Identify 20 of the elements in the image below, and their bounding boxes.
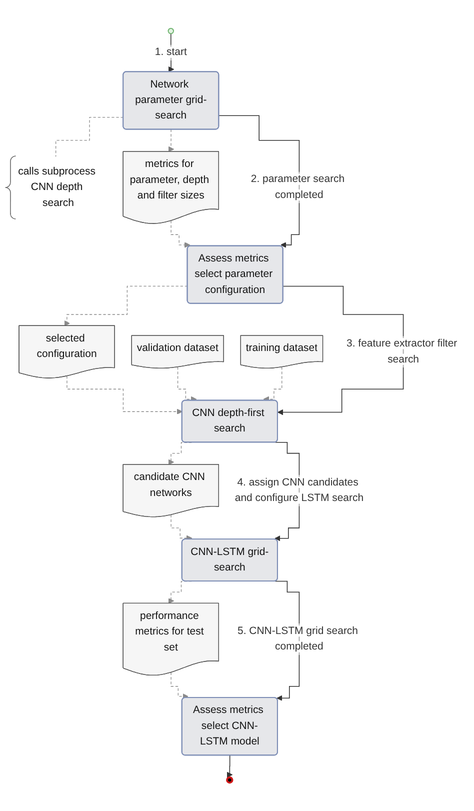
arrow xyxy=(218,115,300,248)
arrow xyxy=(64,286,188,326)
arrow xyxy=(66,376,182,414)
arrow xyxy=(177,366,197,402)
connector xyxy=(55,116,124,157)
edge-label: 3. feature extractor filter search xyxy=(346,338,458,365)
arrow xyxy=(226,755,233,778)
arrow xyxy=(263,366,282,402)
arrow xyxy=(277,286,404,416)
edge-label: 4. assign CNN candidates and configure LSTM search xyxy=(234,476,364,504)
node-circle xyxy=(168,28,174,34)
edge-label: 1. start xyxy=(154,46,187,58)
arrow xyxy=(168,129,174,152)
node-circle xyxy=(226,776,234,784)
node-text: calls subprocess CNN depth search xyxy=(18,166,96,208)
arrow xyxy=(170,514,192,541)
arrow xyxy=(170,220,190,248)
arrow xyxy=(170,672,188,700)
edge-label: 2. parameter search completed xyxy=(250,174,345,201)
edge-label: 5. CNN-LSTM grid search completed xyxy=(238,625,358,652)
